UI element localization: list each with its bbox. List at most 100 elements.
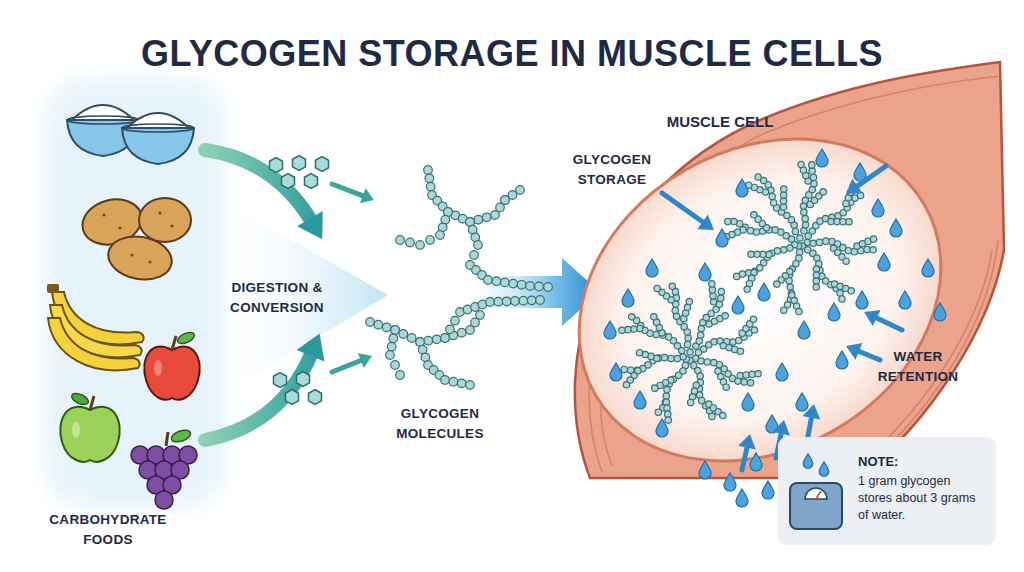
glycogen-bead [476,311,485,320]
food-glow [45,78,225,508]
bowl-rim [67,116,139,124]
glycogen-bead [482,213,491,222]
water-drop [699,461,711,479]
water-drop [899,291,911,309]
potato-eye [130,253,133,256]
glycogen-bead [536,296,545,305]
glycogen-bead [801,209,807,215]
glycogen-bead [441,334,450,343]
glycogen-bead [471,318,480,327]
glycogen-bead [737,348,743,354]
glucose-hexagon [309,390,322,405]
glycogen-bead [535,282,544,291]
glycogen-bead [669,283,675,289]
water-drop [610,363,622,381]
glycogen-bead [810,240,816,246]
glycogen-bead [661,354,667,360]
water-drop [856,291,868,309]
glycogen-bead [696,338,702,344]
glycogen-bead [798,161,804,167]
water-drop [634,391,646,409]
glycogen-bead [755,371,761,377]
glycogen-bead [494,297,503,306]
glycogen-bead [389,334,398,343]
water-drop [796,393,808,411]
pointer-arrow [855,166,886,188]
glycogen-bead [870,247,876,253]
scale-icon [778,437,848,545]
glycogen-bead [651,314,657,320]
glycogen-bead [769,193,775,199]
muscle-fiber [550,55,1010,485]
glycogen-bead [407,334,416,343]
grape [155,491,173,509]
scale-body [790,483,842,529]
glucose-hexagon [297,372,310,387]
bowl-rim [122,124,194,132]
glycogen-bead [492,277,501,286]
glycogen-bead [770,199,776,205]
glycogen-bead [751,327,757,333]
glycogen-bead [619,327,625,333]
scale-dial [805,488,827,499]
bowl [122,128,194,164]
glycogen-bead [686,298,692,304]
scale-needle [816,491,821,499]
glycogen-bead [748,251,754,257]
water-drop [776,363,788,381]
node-body: 1 gram glycogen stores about 3 grams of … [858,473,976,524]
glycogen-bead [747,380,753,386]
water-drop [890,219,902,237]
glycogen-bead [501,196,510,205]
glycogen-bead [687,349,693,355]
arrow-head [772,420,790,436]
glycogen-bead [474,241,483,250]
water-drop [934,303,946,321]
water-drop [699,263,711,281]
water-drop [742,393,754,411]
arrow-head [803,404,821,419]
apple-stem [90,396,94,410]
glycogen-bead [508,191,517,200]
water-drop [762,481,774,499]
water-drop [656,419,668,437]
glycogen-bead [751,212,757,218]
glycogen-bead [797,235,803,241]
glycogen-bead [382,323,391,332]
arrow-head [846,343,862,360]
apple-leaf [176,330,196,346]
glycogen-bead [697,373,703,379]
glycogen-bead [802,215,808,221]
flow-arrow [205,150,312,222]
glycogen-bead [366,318,375,327]
water-drop [716,229,728,247]
callout-label: CARBOHYDRATE FOODS [41,510,176,550]
glycogen-bead [654,285,660,291]
glycogen-bead [466,381,475,390]
glycogen-bead [864,246,870,252]
water-drop [819,462,829,476]
glycogen-bead [424,166,433,175]
glycogen-bead [685,335,691,341]
glycogen-bead [623,382,629,388]
glycogen-bead [374,320,383,329]
glycogen-bead [816,239,822,245]
flow-arrow [205,352,312,440]
water-drop [736,489,748,507]
glycogen-bead [391,361,400,370]
glycogen-bead [813,284,819,290]
glycogen-bead [519,296,528,305]
grape-stem [166,432,168,446]
pointer-arrow [332,184,365,197]
pointer-arrow [808,415,812,436]
glycogen-bead [470,251,479,260]
glycogen-bead [544,283,553,292]
glycogen-bead [802,222,808,228]
glycogen-bead [502,297,511,306]
glycogen-bead [684,341,690,347]
glycogen-bead [629,314,635,320]
glycogen-bead [781,307,787,313]
apple-shine [154,360,162,376]
glycogen-bead [486,298,495,307]
